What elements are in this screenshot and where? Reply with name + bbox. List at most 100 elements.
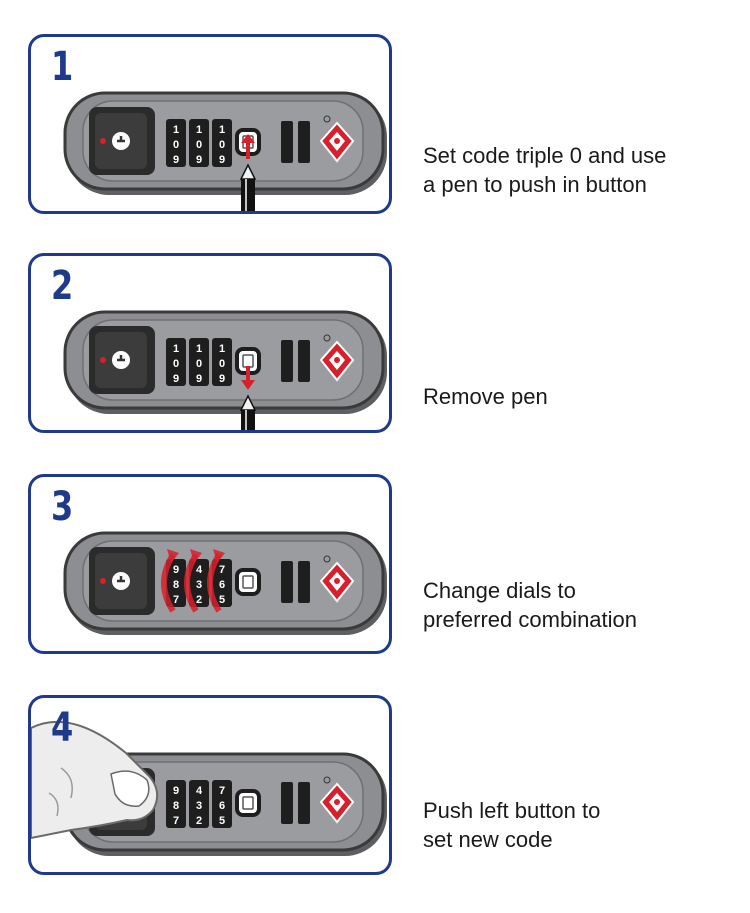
dial-digit: 1	[196, 124, 202, 136]
dial-digit: 6	[219, 579, 225, 591]
diamond-logo-center	[334, 578, 340, 584]
dial-digit: 0	[196, 358, 202, 370]
step-caption-3: Change dials to preferred combination	[423, 578, 638, 632]
rotate-arrow-head	[213, 549, 225, 563]
dial-digit: 9	[173, 564, 179, 576]
dial-digit: 3	[196, 800, 202, 812]
dial-3	[212, 780, 232, 828]
pen-tip	[239, 394, 257, 411]
step-number-3: 3	[51, 484, 74, 530]
dial-digit: 0	[173, 358, 179, 370]
rotate-arrow-head	[167, 549, 179, 563]
reset-button-inner	[242, 796, 254, 810]
dial-1	[166, 559, 186, 607]
dial-1	[166, 338, 186, 386]
step-panel-2: 1 0 9 1 0 9 1 0 9 2	[28, 253, 392, 433]
dial-digit: 8	[173, 800, 179, 812]
step-panel-3: 9 8 7 4 3 2 7 6 5 3	[28, 474, 392, 654]
dial-digit: 2	[196, 594, 202, 606]
registered-mark	[323, 115, 331, 123]
slot-left	[281, 561, 293, 603]
step-number-2: 2	[51, 263, 74, 309]
step-caption-2: Remove pen	[423, 384, 548, 409]
finger-icon	[31, 720, 159, 840]
slot-left	[281, 121, 293, 163]
rotate-arrow-head	[190, 549, 202, 563]
lock-illustration-1: 1 0 9 1 0 9 1 0 9	[63, 91, 387, 211]
lock-illustration-3: 9 8 7 4 3 2 7 6 5	[63, 531, 387, 635]
registered-mark	[323, 555, 331, 563]
dial-1	[166, 780, 186, 828]
dial-digit: 9	[219, 373, 225, 385]
diamond-logo-center	[334, 799, 340, 805]
step-panel-4: 9 8 7 4 3 2 7 6 5 4	[28, 695, 392, 875]
diamond-logo-center	[334, 138, 340, 144]
dial-digit: 3	[196, 579, 202, 591]
step-caption-1: Set code triple 0 and use a pen to push …	[423, 143, 667, 197]
dial-digit: 9	[196, 154, 202, 166]
dial-digit: 0	[219, 139, 225, 151]
dial-digit: 5	[219, 594, 225, 606]
key-slot-mark	[117, 136, 125, 143]
dial-digit: 9	[173, 373, 179, 385]
dial-1	[166, 119, 186, 167]
dial-digit: 5	[219, 815, 225, 827]
key-slot-mark	[117, 355, 125, 362]
indicator-dot	[100, 357, 106, 363]
step-number-1: 1	[51, 44, 74, 90]
dial-2	[189, 559, 209, 607]
lock-illustration-4: 9 8 7 4 3 2 7 6 5	[31, 720, 387, 856]
dial-digit: 9	[196, 373, 202, 385]
push-arrow-head	[241, 134, 255, 143]
pen-icon	[241, 179, 255, 211]
registered-mark	[323, 334, 331, 342]
pen-tip	[239, 163, 257, 180]
dial-digit: 7	[219, 564, 225, 576]
dial-digit: 1	[196, 343, 202, 355]
dial-2	[189, 119, 209, 167]
indicator-dot	[100, 578, 106, 584]
slot-right	[298, 121, 310, 163]
dial-digit: 2	[196, 815, 202, 827]
finger-crease	[48, 767, 73, 817]
lock-illustration-2: 1 0 9 1 0 9 1 0 9	[63, 310, 387, 430]
registered-mark	[323, 776, 331, 784]
step-panel-1: 1 0 9 1 0 9 1 0 9 1	[28, 34, 392, 214]
slot-left	[281, 340, 293, 382]
indicator-dot	[100, 138, 106, 144]
key-slot-mark	[117, 576, 125, 583]
dial-3	[212, 338, 232, 386]
dial-digit: 7	[173, 815, 179, 827]
dial-digit: 9	[173, 154, 179, 166]
reset-button-inner	[242, 354, 254, 368]
dial-digit: 9	[173, 785, 179, 797]
dial-digit: 1	[173, 343, 179, 355]
dial-digit: 7	[219, 785, 225, 797]
step-caption-4: Push left button to set new code	[423, 798, 601, 852]
dial-digit: 7	[173, 594, 179, 606]
dial-digit: 4	[196, 785, 203, 797]
pen-icon	[241, 410, 255, 430]
dial-digit: 9	[219, 154, 225, 166]
dial-digit: 1	[219, 343, 225, 355]
pull-arrow-head	[241, 380, 255, 390]
dial-digit: 1	[219, 124, 225, 136]
slot-right	[298, 340, 310, 382]
fingernail	[110, 770, 150, 807]
dial-3	[212, 559, 232, 607]
dial-digit: 1	[173, 124, 179, 136]
step-number-4: 4	[51, 705, 74, 751]
slot-right	[298, 782, 310, 824]
dial-digit: 0	[219, 358, 225, 370]
dial-digit: 8	[173, 579, 179, 591]
diamond-logo-center	[334, 357, 340, 363]
slot-right	[298, 561, 310, 603]
dial-2	[189, 338, 209, 386]
dial-digit: 6	[219, 800, 225, 812]
dial-3	[212, 119, 232, 167]
dial-digit: 0	[173, 139, 179, 151]
dial-digit: 0	[196, 139, 202, 151]
dial-2	[189, 780, 209, 828]
slot-left	[281, 782, 293, 824]
dial-digit: 4	[196, 564, 203, 576]
